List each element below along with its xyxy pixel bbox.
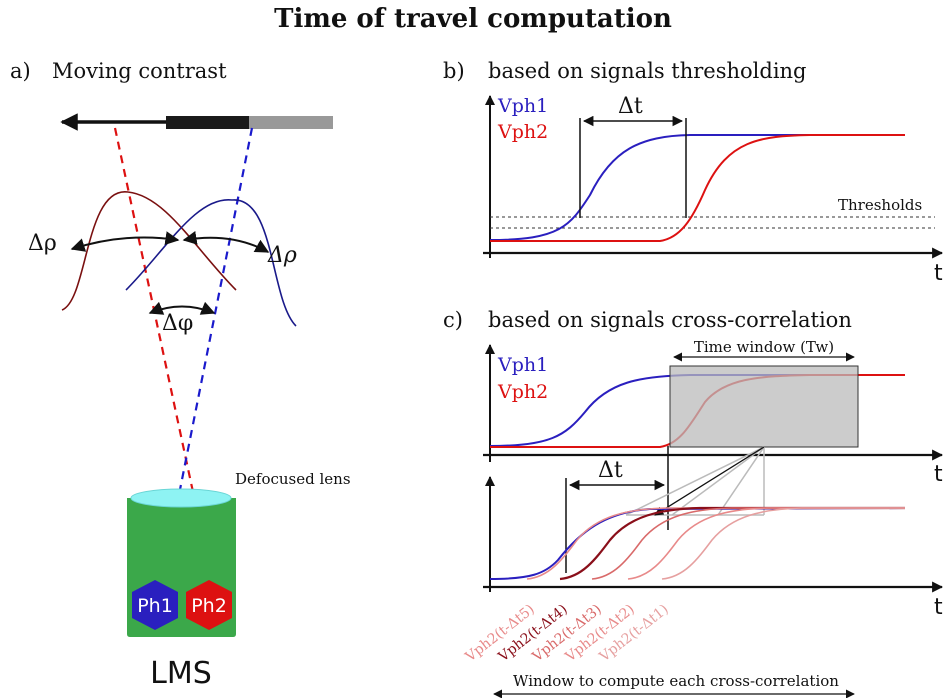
delta-rho-left-label: Δρ <box>28 231 57 256</box>
lag-labels-group: Vph2(t-Δt5)Vph2(t-Δt4)Vph2(t-Δt3)Vph2(t-… <box>462 601 672 665</box>
b-t-axis-label: t <box>934 261 943 286</box>
ph1-hexagon <box>132 580 178 630</box>
panel-b-label: b) <box>443 59 465 83</box>
ph2-label: Ph2 <box>191 595 227 617</box>
panel-b: b) based on signals thresholding t Vph1 … <box>443 59 944 286</box>
delta-phi-arrow <box>148 301 216 315</box>
delta-phi-label: Δφ <box>162 311 193 336</box>
panel-c-title: based on signals cross-correlation <box>488 308 852 332</box>
lens-label: Defocused lens <box>235 470 351 488</box>
b-vph2-label: Vph2 <box>497 121 548 143</box>
c-vph1-label: Vph1 <box>497 354 548 376</box>
time-window-label: Time window (Tw) <box>694 338 834 356</box>
c-vph1-curve <box>489 374 905 447</box>
b-vph2-curve <box>490 134 905 242</box>
shifted-curves-group <box>526 506 905 581</box>
correlation-window-caption: Window to compute each cross-correlation <box>513 672 839 690</box>
sensitivity-curve-ph2 <box>61 191 237 311</box>
panel-b-title: based on signals thresholding <box>488 59 807 83</box>
shifted-vph2-curve <box>591 507 905 580</box>
shifted-vph2-curve <box>627 507 905 580</box>
contrast-bar-light <box>249 116 333 129</box>
c-correlation-arrow <box>654 446 765 516</box>
delta-rho-right-label: Δρ <box>267 243 297 268</box>
window-projection-lines <box>625 446 765 516</box>
shifted-vph2-curve <box>559 506 905 581</box>
b-vph1-label: Vph1 <box>497 95 548 117</box>
delta-rho-right-arrow <box>182 231 270 253</box>
shifted-vph2-curve <box>526 507 905 580</box>
time-window-box <box>669 365 859 448</box>
ph1-label: Ph1 <box>137 595 173 617</box>
c-top-t-axis-label: t <box>934 462 943 487</box>
panel-c-label: c) <box>443 308 463 332</box>
main-title: Time of travel computation <box>274 4 672 34</box>
c-vph2-label: Vph2 <box>497 381 548 403</box>
panel-a-label: a) <box>10 59 31 83</box>
shifted-vph2-curve <box>661 507 905 580</box>
panel-a: a) Moving contrast Δρ Δρ Δφ Defocused le… <box>10 59 351 691</box>
panel-a-title: Moving contrast <box>52 59 227 83</box>
defocused-lens <box>130 488 232 508</box>
contrast-bar-dark <box>166 116 249 129</box>
lms-label: LMS <box>150 656 212 691</box>
b-delta-t-label: Δt <box>618 94 643 119</box>
c-bottom-t-axis-label: t <box>934 595 943 620</box>
panel-c: c) based on signals cross-correlation t … <box>443 308 944 698</box>
ph2-hexagon <box>186 580 232 630</box>
delta-rho-left-arrow <box>70 231 180 252</box>
c-delta-t-label: Δt <box>598 458 623 483</box>
b-vph1-curve <box>489 134 905 241</box>
thresholds-label: Thresholds <box>838 196 922 214</box>
